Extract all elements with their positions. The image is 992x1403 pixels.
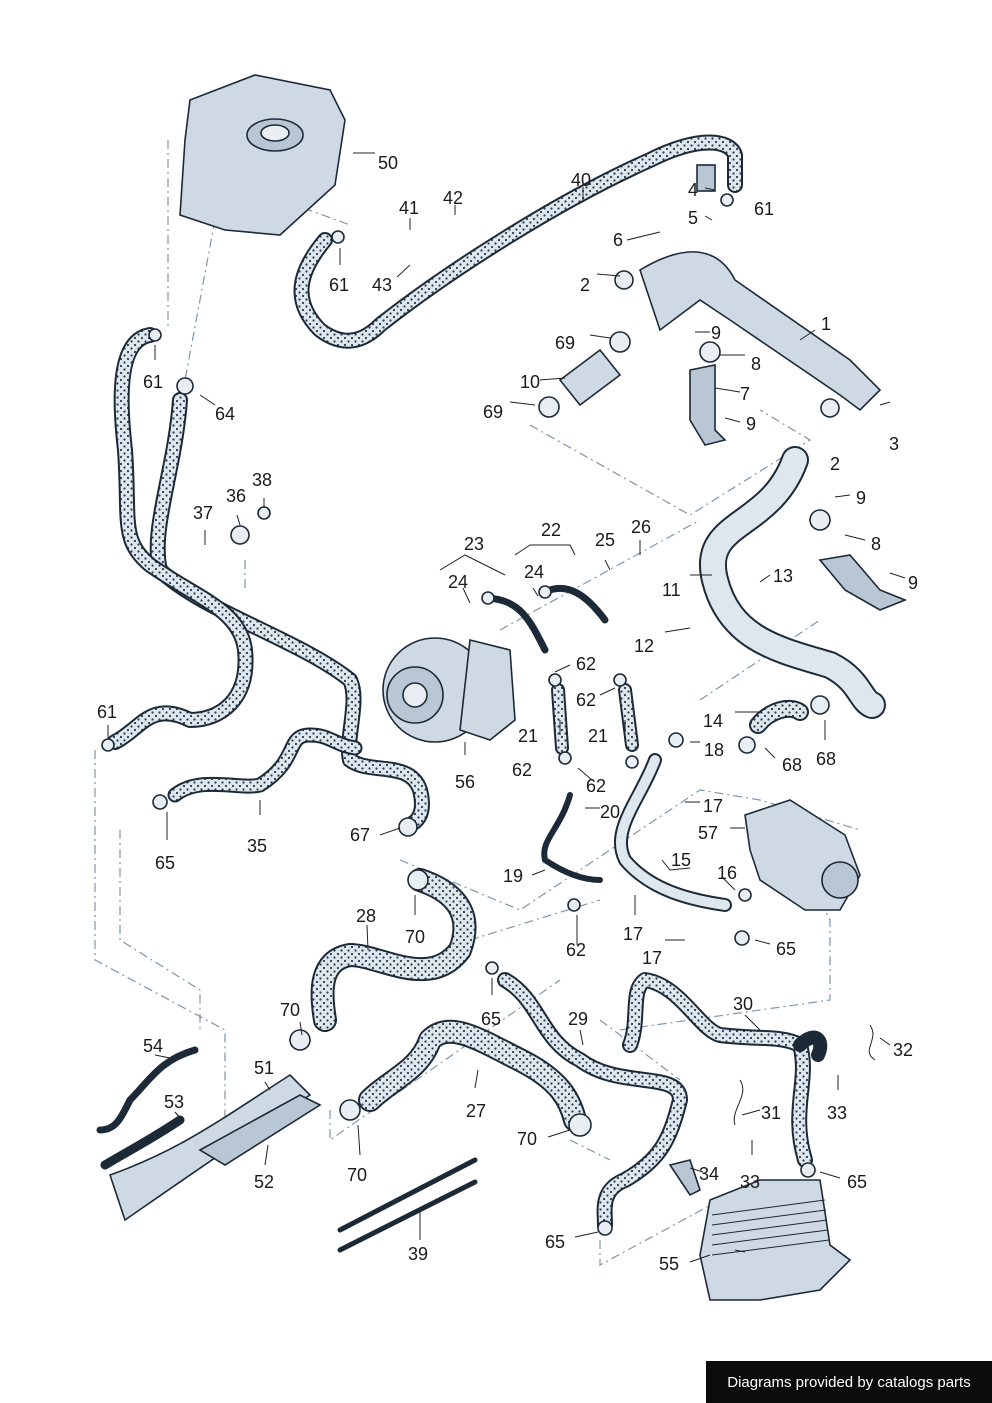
callout-15: 15 (671, 850, 691, 870)
callout-7: 7 (740, 384, 750, 404)
callout-21: 21 (588, 726, 608, 746)
callout-51: 51 (254, 1058, 274, 1078)
callout-61: 61 (329, 275, 349, 295)
callout-22: 22 (541, 520, 561, 540)
callout-62: 62 (576, 654, 596, 674)
callout-14: 14 (703, 711, 723, 731)
callout-33: 33 (827, 1103, 847, 1123)
callout-55: 55 (659, 1254, 679, 1274)
callout-17: 17 (642, 948, 662, 968)
callout-10: 10 (520, 372, 540, 392)
callout-62: 62 (576, 690, 596, 710)
callout-3: 3 (889, 434, 899, 454)
callout-8: 8 (751, 354, 761, 374)
callout-64: 64 (215, 404, 235, 424)
callout-9: 9 (711, 323, 721, 343)
callout-53: 53 (164, 1092, 184, 1112)
callout-29: 29 (568, 1009, 588, 1029)
callout-42: 42 (443, 188, 463, 208)
callout-62: 62 (566, 940, 586, 960)
callout-69: 69 (555, 333, 575, 353)
callout-19: 19 (503, 866, 523, 886)
callout-37: 37 (193, 503, 213, 523)
callout-18: 18 (704, 740, 724, 760)
callout-35: 35 (247, 836, 267, 856)
callout-70: 70 (280, 1000, 300, 1020)
callout-8: 8 (871, 534, 881, 554)
callout-21: 21 (518, 726, 538, 746)
callout-30: 30 (733, 994, 753, 1014)
callout-20: 20 (600, 802, 620, 822)
callout-4: 4 (688, 180, 698, 200)
callout-27: 27 (466, 1101, 486, 1121)
callout-28: 28 (356, 906, 376, 926)
callout-26: 26 (631, 517, 651, 537)
callout-62: 62 (512, 760, 532, 780)
callout-24: 24 (524, 562, 544, 582)
callout-65: 65 (481, 1009, 501, 1029)
callout-labels: 1 2 2 3 4 5 6 7 8 8 9 9 9 9 10 11 12 13 … (97, 153, 918, 1274)
callout-9: 9 (908, 573, 918, 593)
callout-31: 31 (761, 1103, 781, 1123)
callout-39: 39 (408, 1244, 428, 1264)
callout-62: 62 (586, 776, 606, 796)
callout-65: 65 (545, 1232, 565, 1252)
callout-12: 12 (634, 636, 654, 656)
callout-40: 40 (571, 170, 591, 190)
callout-54: 54 (143, 1036, 163, 1056)
hoses (96, 134, 886, 1233)
callout-17: 17 (703, 796, 723, 816)
callout-13: 13 (773, 566, 793, 586)
callout-6: 6 (613, 230, 623, 250)
callout-9: 9 (746, 414, 756, 434)
callout-70: 70 (347, 1165, 367, 1185)
callout-16: 16 (717, 863, 737, 883)
callout-33: 33 (740, 1172, 760, 1192)
callout-65: 65 (776, 939, 796, 959)
callout-67: 67 (350, 825, 370, 845)
callout-41: 41 (399, 198, 419, 218)
callout-57: 57 (698, 823, 718, 843)
callout-38: 38 (252, 470, 272, 490)
callout-23: 23 (464, 534, 484, 554)
callout-61: 61 (143, 372, 163, 392)
callout-61: 61 (754, 199, 774, 219)
callout-1: 1 (821, 314, 831, 334)
callout-43: 43 (372, 275, 392, 295)
callout-36: 36 (226, 486, 246, 506)
callout-68: 68 (816, 749, 836, 769)
callout-34: 34 (699, 1164, 719, 1184)
callout-70: 70 (517, 1129, 537, 1149)
callout-52: 52 (254, 1172, 274, 1192)
callout-leaders (107, 152, 906, 1263)
callout-56: 56 (455, 772, 475, 792)
callout-32: 32 (893, 1040, 913, 1060)
credit-text: Diagrams provided by catalogs parts (727, 1373, 971, 1391)
callout-5: 5 (688, 208, 698, 228)
callout-68: 68 (782, 755, 802, 775)
callout-65: 65 (847, 1172, 867, 1192)
callout-17: 17 (623, 924, 643, 944)
callout-69: 69 (483, 402, 503, 422)
callout-2: 2 (830, 454, 840, 474)
callout-24: 24 (448, 572, 468, 592)
callout-11: 11 (662, 580, 681, 600)
callout-61: 61 (97, 702, 117, 722)
parts (108, 74, 908, 1301)
callout-2: 2 (580, 275, 590, 295)
clamps (101, 164, 840, 1236)
callout-50: 50 (378, 153, 398, 173)
credit-banner: Diagrams provided by catalogs parts (706, 1361, 992, 1403)
callout-9: 9 (856, 488, 866, 508)
callout-65: 65 (155, 853, 175, 873)
callout-25: 25 (595, 530, 615, 550)
callout-70: 70 (405, 927, 425, 947)
